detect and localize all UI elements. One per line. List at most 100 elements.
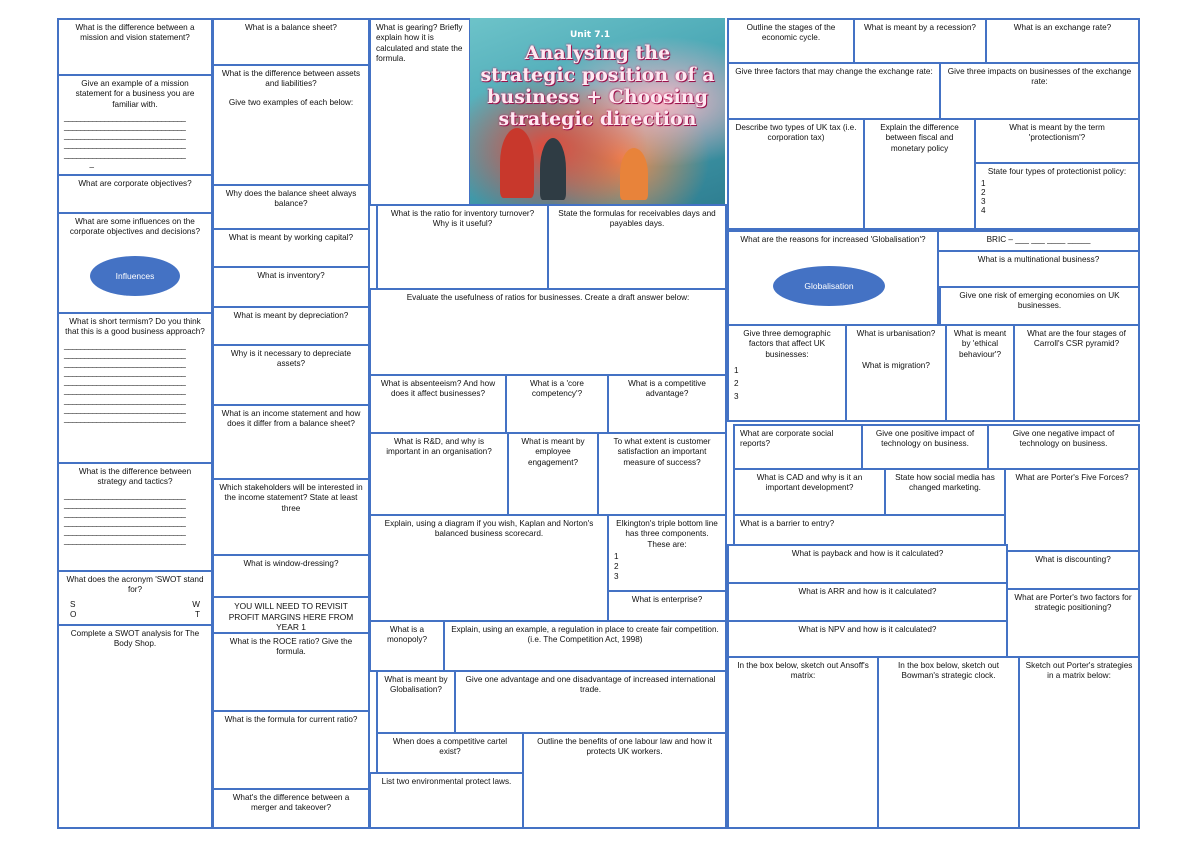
assets-liabilities-box: What is the difference between assets an… [212,64,370,186]
question-text: What are corporate objectives? [78,179,192,188]
discounting-box: What is discounting? [1006,550,1140,590]
question-text: Which stakeholders will be interested in… [219,483,363,513]
multinational-box: What is a multinational business? [937,250,1140,288]
customer-satisfaction-box: To what extent is customer satisfaction … [597,432,727,516]
question-text: Explain, using a diagram if you wish, Ka… [384,519,594,539]
question-text: What is payback and how is it calculated… [791,549,944,558]
protectionist-policy-box: State four types of protectionist policy… [974,162,1140,230]
urbanisation-box: What is urbanisation? What is migration? [845,324,947,422]
globalisation-meaning-box: What is meant by Globalisation? [376,670,456,734]
payback-box: What is payback and how is it calculated… [727,544,1008,584]
influences-box: What are some influences on the corporat… [57,212,213,314]
demographic-box: Give three demographic factors that affe… [727,324,847,422]
question-text: What is discounting? [1035,555,1111,564]
question-text: What is a barrier to entry? [740,519,835,528]
globalisation-oval: Globalisation [773,266,885,306]
environmental-laws-box: List two environmental protect laws. [369,772,524,829]
question-text: What is the formula for current ratio? [224,715,358,724]
recession-box: What is meant by a recession? [853,18,987,64]
profit-margins-note: YOU WILL NEED TO REVISIT PROFIT MARGINS … [212,596,370,634]
question-text: Give three demographic factors that affe… [743,329,831,359]
list-number: 4 [981,206,986,216]
window-dressing-box: What is window-dressing? [212,554,370,598]
swot-o: O [70,609,77,619]
employee-engagement-box: What is meant by employee engagement? [507,432,599,516]
title-banner: Unit 7.1 Analysing the strategic positio… [470,18,725,204]
question-text: What is an exchange rate? [1013,23,1112,32]
mission-vision-box: What is the difference between a mission… [57,18,213,76]
depreciation-box: What is meant by depreciation? [212,306,370,346]
question-text: Outline the stages of the economic cycle… [746,23,836,43]
question-text: Elkington's triple bottom line has three… [616,519,718,549]
question-text: Give three factors that may change the e… [735,67,933,76]
list-number: 1 [614,551,619,561]
question-text: What are the four stages of Carroll's CS… [1027,329,1126,349]
list-number: 1 [981,179,986,189]
enterprise-box: What is enterprise? [607,590,727,622]
inventory-box: What is inventory? [212,266,370,308]
question-text: What is the difference between strategy … [78,467,192,487]
porter-positioning-box: What are Porter's two factors for strate… [1006,588,1140,658]
question-text: Explain, using an example, a regulation … [451,625,719,645]
barrier-entry-box: What is a barrier to entry? [733,514,1006,546]
note-text: YOU WILL NEED TO REVISIT PROFIT MARGINS … [228,601,354,632]
protectionism-box: What is meant by the term 'protectionism… [974,118,1140,164]
corporate-objectives-box: What are corporate objectives? [57,174,213,214]
question-text: What is gearing? Briefly explain how it … [376,23,463,63]
question-text: List two environmental protect laws. [381,777,512,786]
list-number: 3 [614,572,619,582]
question-text: What are Porter's Five Forces? [1015,473,1129,482]
receivables-payables-box: State the formulas for receivables days … [547,204,727,290]
ratios-evaluation-box: Evaluate the usefulness of ratios for bu… [369,288,727,376]
chess-piece-orange [620,148,648,200]
unit-tag: Unit 7.1 [570,30,611,40]
question-text: What is a monopoly? [386,625,428,645]
international-trade-box: Give one advantage and one disadvantage … [454,670,727,734]
exchange-impacts-box: Give three impacts on businesses of the … [939,62,1140,120]
list-number: 2 [981,188,986,198]
list-number: 2 [734,378,739,388]
csr-pyramid-box: What are the four stages of Carroll's CS… [1013,324,1140,422]
question-text: In the box below, sketch out Ansoff's ma… [737,661,869,681]
question-text: Why does the balance sheet always balanc… [225,189,357,209]
csr-reports-box: What are corporate social reports? [733,424,863,470]
stakeholders-box: Which stakeholders will be interested in… [212,478,370,556]
swot-acronym-box: What does the acronym 'SWOT stand for? S… [57,570,213,626]
question-text: State four types of protectionist policy… [987,167,1127,176]
question-text: Outline the benefits of one labour law a… [537,737,712,757]
short-termism-box: What is short termism? Do you think that… [57,312,213,464]
emerging-economies-box: Give one risk of emerging economies on U… [939,286,1140,326]
inventory-turnover-box: What is the ratio for inventory turnover… [376,204,549,290]
rnd-box: What is R&D, and why is important in an … [369,432,509,516]
question-text: To what extent is customer satisfaction … [613,437,711,467]
question-text: What is short termism? Do you think that… [65,317,205,337]
fiscal-monetary-box: Explain the difference between fiscal an… [863,118,976,230]
list-number: 3 [981,197,986,207]
question-text: State the formulas for receivables days … [558,209,716,229]
question-text: What are some influences on the corporat… [69,217,201,237]
arr-box: What is ARR and how is it calculated? [727,582,1008,622]
question-subtext: Give two examples of each below: [228,97,354,107]
fair-competition-box: Explain, using an example, a regulation … [443,620,727,672]
question-text: What does the acronym 'SWOT stand for? [66,575,204,595]
question-text: BRIC – ___ ___ ____ _____ [986,235,1091,244]
swot-analysis-box: Complete a SWOT analysis for The Body Sh… [57,624,213,829]
labour-law-box: Outline the benefits of one labour law a… [522,732,727,829]
npv-box: What is NPV and how is it calculated? [727,620,1008,658]
list-number: 3 [734,392,739,401]
list-number: 1 [734,365,739,375]
question-text: What is window-dressing? [243,559,339,568]
question-text: What is meant by working capital? [228,233,354,242]
question-text: What is CAD and why is it an important d… [756,473,863,493]
tech-positive-box: Give one positive impact of technology o… [861,424,989,470]
question-text: What is a multinational business? [977,255,1100,264]
answer-lines: ______________________________ _________… [64,112,186,168]
chess-piece-dark [540,138,566,200]
question-text: What are the reasons for increased 'Glob… [740,235,926,244]
question-text: Give one negative impact of technology o… [1012,429,1115,449]
question-text: What's the difference between a merger a… [232,793,350,813]
swot-w: W [192,599,200,609]
question-text: What is NPV and how is it calculated? [798,625,937,634]
strategy-tactics-box: What is the difference between strategy … [57,462,213,572]
